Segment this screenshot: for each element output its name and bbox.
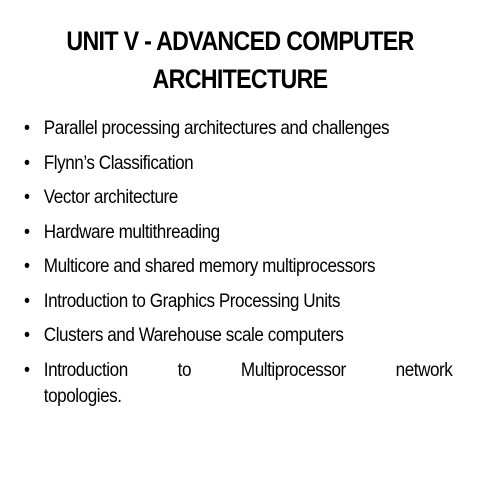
bullet-text: Parallel processing architectures and ch… <box>43 118 390 139</box>
slide-title-line-2: ARCHITECTURE <box>152 64 329 94</box>
bullet-word: Introduction <box>43 359 128 381</box>
bullet-item: • Hardware multithreading <box>24 220 472 247</box>
bullet-item: • Introduction to Graphics Processing Un… <box>24 289 472 316</box>
bullet-text-continuation: topologies. <box>43 386 122 407</box>
bullet-dot-icon: • <box>24 325 30 346</box>
bullet-dot-icon: • <box>24 221 30 243</box>
bullet-item-last: • Introduction to Multiprocessor network… <box>24 358 472 411</box>
bullet-dot-icon: • <box>24 290 30 312</box>
bullet-word: network <box>395 359 453 381</box>
bullet-item: • Vector architecture <box>24 185 472 212</box>
bullet-list: • Parallel processing architectures and … <box>24 116 454 411</box>
slide-title: UNIT V - ADVANCED COMPUTER ARCHITECTURE <box>34 22 447 98</box>
bullet-word: to <box>177 359 192 381</box>
bullet-text: Introduction to Graphics Processing Unit… <box>43 290 341 312</box>
bullet-item: • Multicore and shared memory multiproce… <box>24 254 472 281</box>
bullet-word: Multiprocessor <box>240 359 346 381</box>
bullet-text: Multicore and shared memory multiprocess… <box>43 256 376 277</box>
bullet-dot-icon: • <box>24 187 30 208</box>
bullet-item: • Clusters and Warehouse scale computers <box>24 323 472 350</box>
bullet-dot-icon: • <box>24 359 30 381</box>
bullet-dot-icon: • <box>24 118 30 139</box>
bullet-text: Flynn’s Classification <box>43 152 194 174</box>
slide-title-line-1: UNIT V - ADVANCED COMPUTER <box>66 26 414 56</box>
bullet-dot-icon: • <box>24 256 30 277</box>
bullet-text: Clusters and Warehouse scale computers <box>43 325 344 346</box>
bullet-dot-icon: • <box>24 152 30 174</box>
bullet-text-justified-line: Introduction to Multiprocessor network <box>44 358 453 385</box>
bullet-text: Vector architecture <box>43 187 178 208</box>
bullet-text: Hardware multithreading <box>43 221 220 243</box>
bullet-item: • Parallel processing architectures and … <box>24 116 472 143</box>
bullet-item: • Flynn’s Classification <box>24 151 472 178</box>
